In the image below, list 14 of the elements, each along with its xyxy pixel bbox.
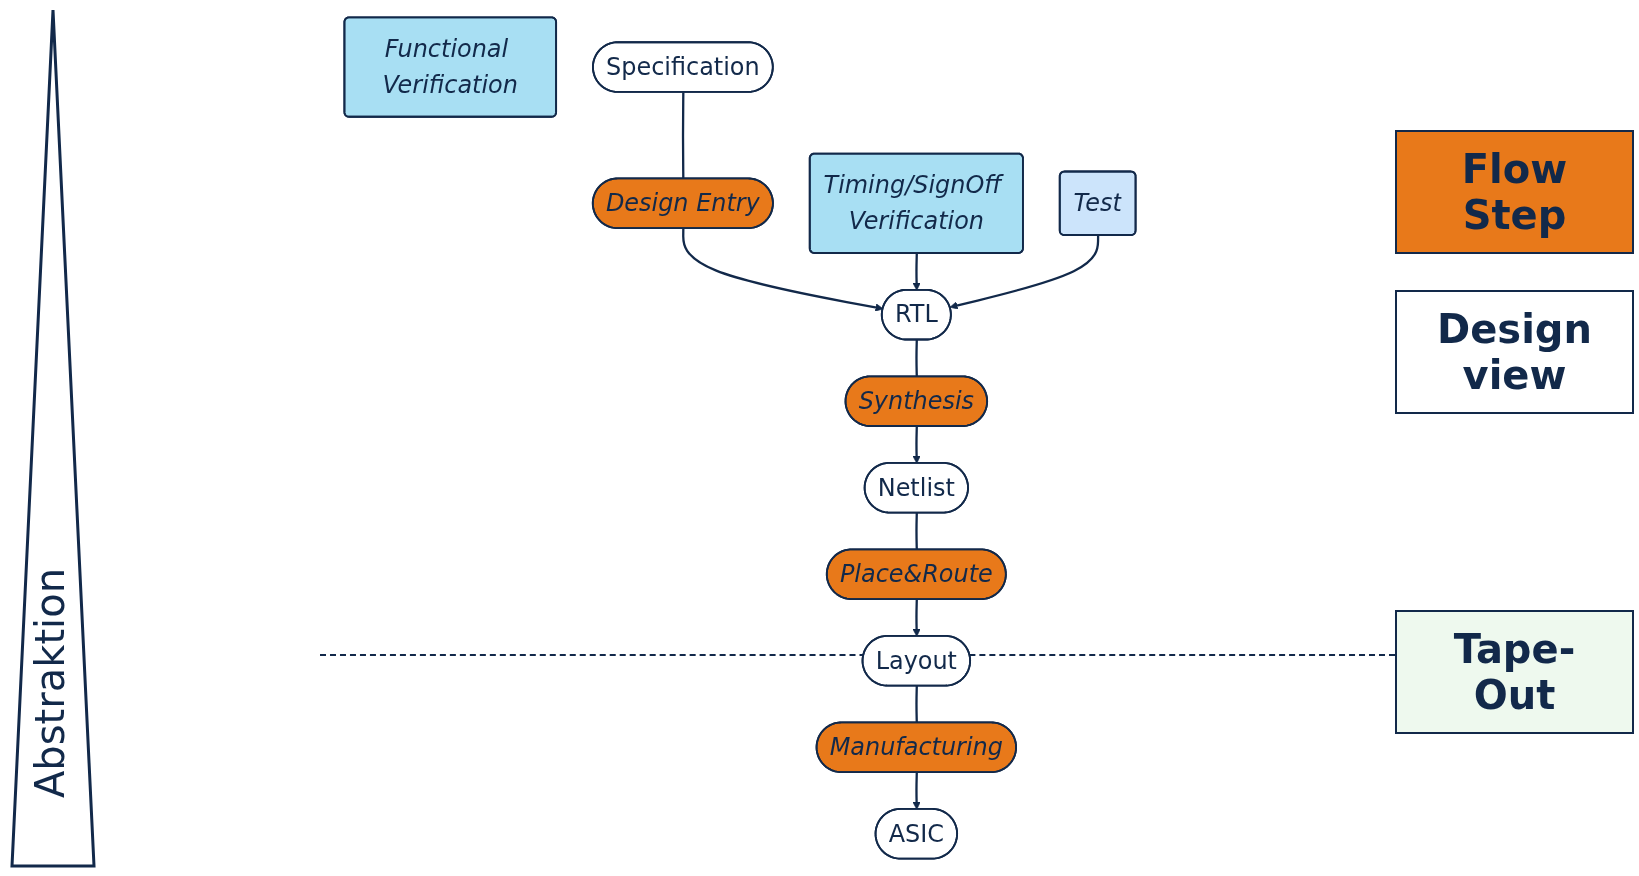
connector	[915, 339, 918, 377]
connector	[681, 92, 685, 179]
arrow	[912, 426, 921, 464]
arrow	[949, 235, 1100, 310]
legend-text: Design view	[1436, 306, 1593, 398]
connector	[915, 686, 918, 723]
axis-label: Abstraktion	[27, 568, 73, 798]
tape-out-label: Tape-Out	[1452, 626, 1577, 718]
arrow	[912, 772, 921, 810]
legend-text: Flow Step	[1460, 146, 1569, 238]
arrow	[912, 599, 921, 637]
arrow	[682, 228, 884, 312]
arrow	[912, 253, 921, 291]
connector	[915, 513, 918, 550]
